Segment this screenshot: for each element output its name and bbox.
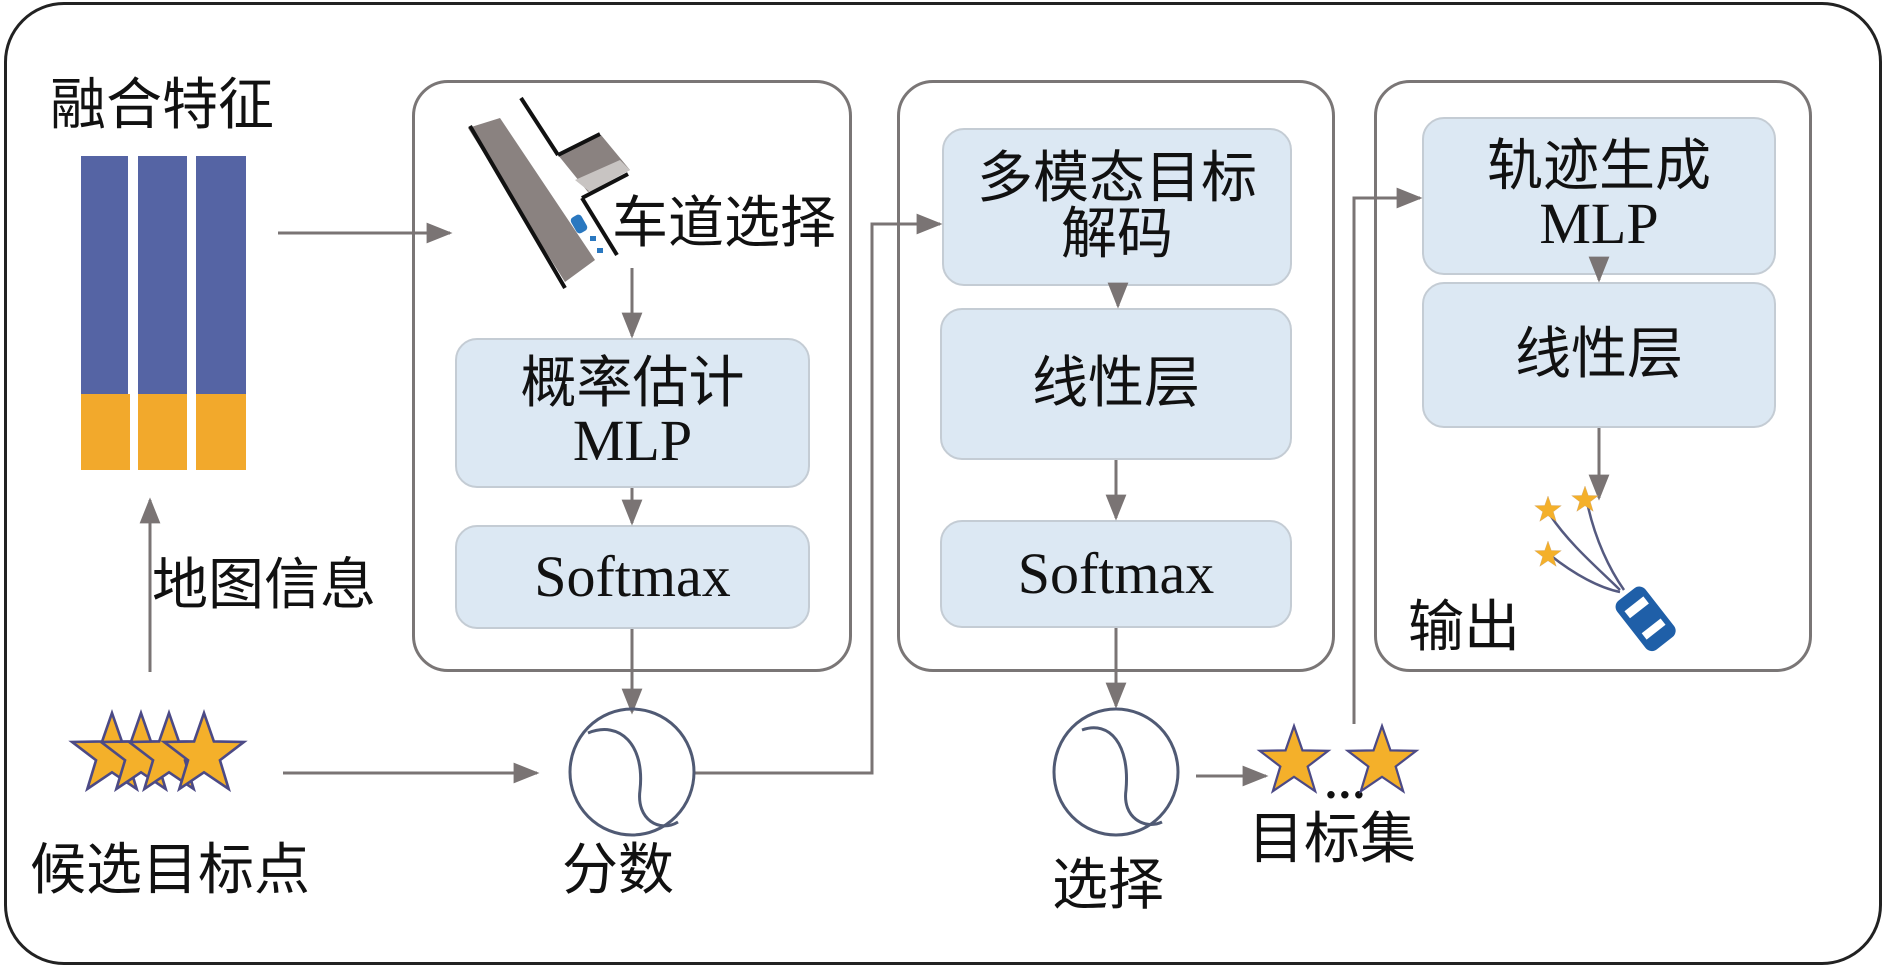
fused-features-label: 融合特征 (50, 73, 274, 138)
target-set-ellipsis: ... (1324, 761, 1366, 808)
linear-layer-block-1: 线性层 (940, 308, 1292, 460)
block-label: 多模态目标 (977, 146, 1257, 211)
map-info-label: 地图信息 (152, 553, 376, 618)
block-label: MLP (572, 408, 693, 473)
lane-selection-label: 车道选择 (612, 191, 836, 256)
block-label: Softmax (1017, 541, 1215, 606)
output-label: 输出 (1408, 595, 1520, 660)
softmax-block-1: Softmax (455, 525, 810, 629)
trajectory-generation-mlp-block: 轨迹生成 MLP (1422, 117, 1776, 275)
probability-estimation-mlp-block: 概率估计 MLP (455, 338, 810, 488)
softmax-block-2: Softmax (940, 520, 1292, 628)
select-label: 选择 (1052, 853, 1164, 918)
block-label: MLP (1539, 191, 1659, 256)
block-label: 轨迹生成 (1487, 134, 1711, 199)
linear-layer-block-2: 线性层 (1422, 282, 1776, 428)
multimodal-target-decoding-block: 多模态目标 解码 (942, 128, 1292, 286)
block-label: Softmax (534, 544, 731, 609)
score-label: 分数 (562, 838, 674, 903)
block-label: 概率估计 (520, 351, 745, 416)
candidate-targets-label: 候选目标点 (30, 838, 310, 903)
block-label: 线性层 (1032, 351, 1200, 416)
target-set-label: 目标集 (1248, 807, 1416, 872)
block-label: 解码 (1061, 202, 1173, 267)
block-label: 线性层 (1515, 322, 1683, 387)
